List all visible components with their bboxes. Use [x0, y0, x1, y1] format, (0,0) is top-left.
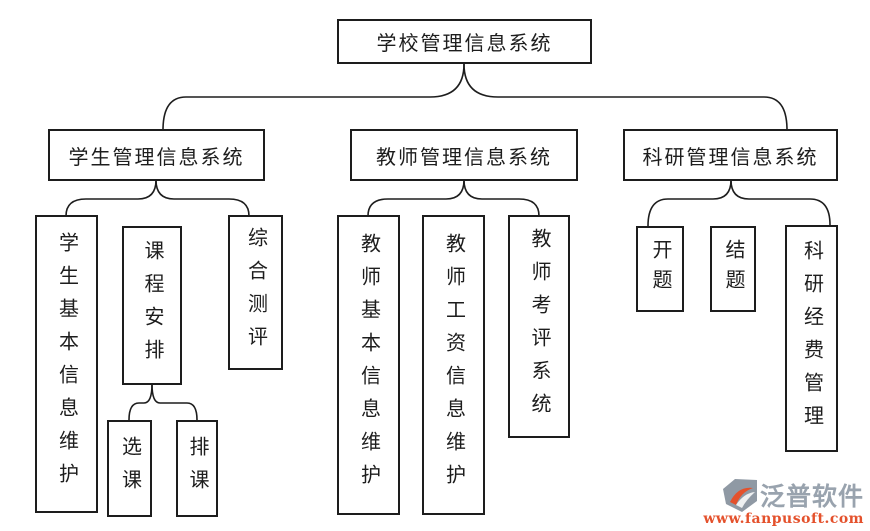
fanpu-brand-text: 泛普软件 [759, 483, 864, 511]
brace-student-right [155, 179, 250, 217]
fanpu-url: www.fanpusoft.com [703, 511, 864, 527]
node-course-select: 选课 [107, 420, 152, 517]
brace-teacher-right [463, 179, 540, 217]
node-course-schedule: 课程安排 [122, 226, 182, 385]
node-student-mis: 学生管理信息系统 [48, 129, 265, 181]
brace-root-left [162, 63, 465, 131]
brace-course-right [151, 383, 198, 421]
node-course-arrange: 排课 [176, 420, 218, 517]
node-comprehensive-eval: 综合测评 [228, 215, 283, 370]
node-teacher-salary: 教师工资信息维护 [422, 215, 485, 515]
brace-course-left [128, 383, 153, 421]
brace-research-right [730, 179, 831, 226]
brace-root-right [463, 63, 788, 131]
node-research-mis: 科研管理信息系统 [623, 129, 838, 181]
brace-teacher-left [367, 179, 465, 217]
node-project-start: 开题 [636, 226, 684, 312]
node-teacher-eval: 教师考评系统 [508, 215, 570, 438]
node-project-finish: 结题 [710, 226, 756, 312]
node-school-mis: 学校管理信息系统 [337, 19, 592, 64]
node-student-info: 学生基本信息维护 [35, 215, 98, 513]
fanpu-logo-icon [722, 478, 757, 512]
brace-research-left [647, 179, 732, 227]
node-teacher-info: 教师基本信息维护 [337, 215, 400, 515]
node-teacher-mis: 教师管理信息系统 [350, 129, 578, 181]
brace-student-left [65, 179, 157, 217]
fanpu-watermark: 泛普软件 www.fanpusoft.com [703, 477, 864, 527]
node-research-funds: 科研经费管理 [785, 225, 838, 452]
